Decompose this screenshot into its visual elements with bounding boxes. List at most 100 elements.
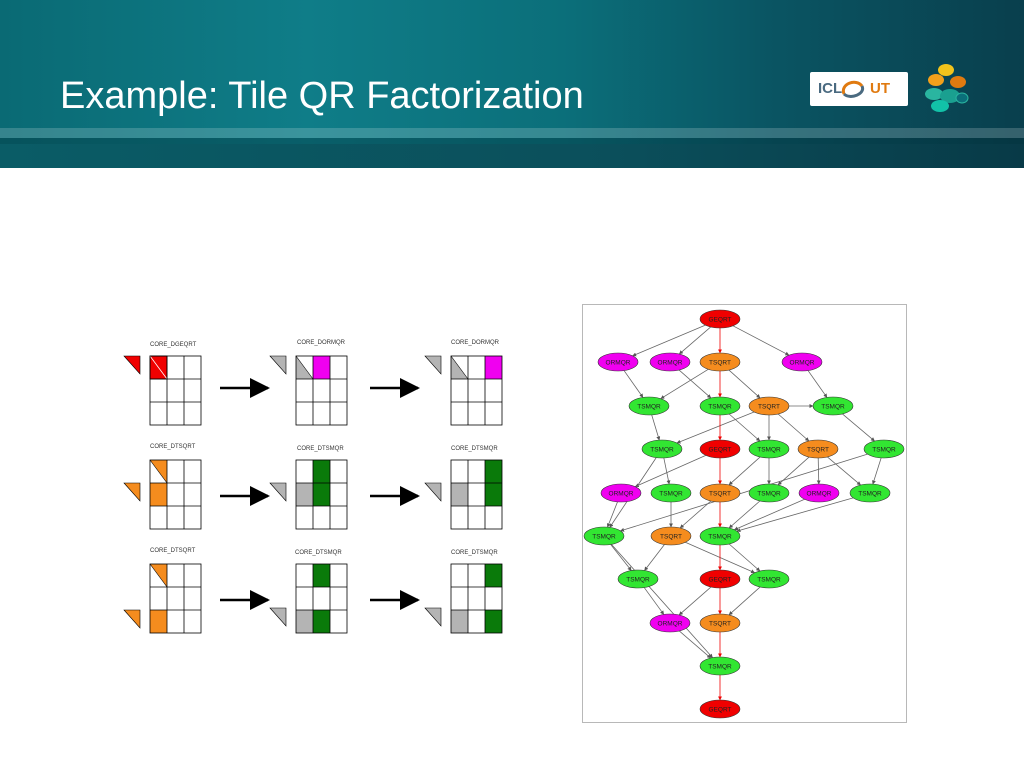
dag-node-label: TSMQR	[872, 447, 896, 454]
dag-node: ORMQR	[649, 352, 691, 372]
dag-edge	[728, 456, 761, 486]
dag-node-label: TSQRT	[660, 534, 682, 541]
dag-node-shape	[748, 439, 790, 459]
dag-node-label: ORMQR	[790, 360, 815, 367]
dag-node: TSMQR	[641, 439, 683, 459]
panel-label-r3-left: CORE_DTSQRT	[150, 548, 196, 554]
dag-node: TSMQR	[748, 569, 790, 589]
dag-node: TSQRT	[748, 396, 790, 416]
dag-edge	[620, 453, 868, 532]
dag-edge	[679, 500, 712, 529]
slide-title: Example: Tile QR Factorization	[60, 75, 584, 117]
dag-node: TSMQR	[748, 483, 790, 503]
dag-edge	[679, 630, 712, 659]
dag-node-shape	[699, 396, 741, 416]
dag-node-shape	[798, 483, 840, 503]
tsqrt-input-tile-2	[123, 609, 141, 629]
dag-node: TSMQR	[699, 396, 741, 416]
dag-node: TSQRT	[699, 352, 741, 372]
grid-r2-left	[149, 459, 202, 530]
panel-label-r1-left: CORE_DGEQRT	[150, 342, 197, 348]
dag-node-shape	[781, 352, 823, 372]
grid-r1-left	[149, 355, 202, 426]
ormqr-v-tile-1	[269, 355, 287, 375]
dag-node: GEQRT	[699, 439, 741, 459]
panel-label-r2-mid: CORE_DTSMQR	[297, 446, 344, 452]
tsmqr-v-tile-3	[269, 607, 287, 627]
dag-edge	[732, 325, 790, 356]
header-band-dark	[0, 144, 1024, 168]
dag-node-label: GEQRT	[709, 707, 732, 714]
dag-edge	[872, 457, 882, 485]
dag-node: TSMQR	[849, 483, 891, 503]
dag-edge	[816, 457, 821, 485]
dag-node-shape	[699, 526, 741, 546]
dag-edge	[827, 456, 861, 486]
dag-node-label: ORMQR	[807, 491, 832, 498]
dag-edge	[623, 370, 644, 398]
dag-node: TSQRT	[699, 613, 741, 633]
dag-node: ORMQR	[781, 352, 823, 372]
dag-edge	[728, 586, 761, 616]
dag-edge	[678, 369, 712, 399]
dag-node-shape	[583, 526, 625, 546]
dag-edge	[606, 501, 618, 528]
dag-node-shape	[699, 352, 741, 372]
dag-node-label: TSMQR	[650, 447, 674, 454]
dag-node-shape	[617, 569, 659, 589]
task-dag-frame: GEQRT ORMQR ORMQR TSQRT ORMQR TSMQR TSMQR TSQRT…	[582, 304, 907, 723]
geqrt-input-tile	[123, 355, 141, 375]
dag-node-label: TSQRT	[758, 404, 780, 411]
dag-node: TSMQR	[812, 396, 854, 416]
dag-edge	[728, 543, 761, 572]
dag-edge	[728, 413, 761, 442]
dag-node: TSMQR	[583, 526, 625, 546]
dag-node: ORMQR	[798, 483, 840, 503]
dag-node-label: TSMQR	[708, 664, 732, 671]
dag-node-label: TSMQR	[708, 534, 732, 541]
dag-edge	[610, 544, 632, 571]
dag-node-shape	[699, 569, 741, 589]
ormqr-v-tile-2	[424, 355, 442, 375]
dag-node-shape	[649, 613, 691, 633]
dag-edge	[734, 498, 805, 531]
dag-edge	[663, 457, 671, 485]
grid-r3-right	[450, 563, 503, 634]
dag-node-label: TSMQR	[821, 404, 845, 411]
dag-edge	[632, 324, 706, 357]
dag-node-shape	[748, 396, 790, 416]
dag-node-shape	[797, 439, 839, 459]
tsqrt-input-tile	[123, 482, 141, 502]
dag-node-shape	[699, 656, 741, 676]
grid-r3-mid	[295, 563, 348, 634]
dag-node: TSQRT	[650, 526, 692, 546]
dag-node-label: TSMQR	[626, 577, 650, 584]
dag-node-label: TSMQR	[757, 577, 781, 584]
header-band-light	[0, 128, 1024, 138]
dag-node-label: ORMQR	[658, 360, 683, 367]
dag-edge	[842, 413, 875, 442]
tile-qr-steps-diagram: CORE_DGEQRT CORE_DORMQR CORE_DORMQR CORE	[123, 340, 503, 634]
dag-node-shape	[699, 439, 741, 459]
dag-node-shape	[812, 396, 854, 416]
dag-node-shape	[748, 569, 790, 589]
dag-node-shape	[649, 352, 691, 372]
dag-node-label: ORMQR	[606, 360, 631, 367]
dag-node-label: GEQRT	[709, 577, 732, 584]
panel-label-r1-right: CORE_DORMQR	[451, 340, 500, 346]
dag-nodes: GEQRT ORMQR ORMQR TSQRT ORMQR TSMQR TSMQR TSQRT…	[583, 309, 905, 719]
panel-label-r1-mid: CORE_DORMQR	[297, 340, 346, 346]
dag-node-label: GEQRT	[709, 447, 732, 454]
dag-edge	[634, 454, 706, 488]
dag-node-shape	[849, 483, 891, 503]
dag-node-label: TSMQR	[708, 404, 732, 411]
dag-node-shape	[650, 526, 692, 546]
dag-node: TSMQR	[748, 439, 790, 459]
icl-ut-logo: ICL UT	[810, 72, 908, 106]
grid-r1-right	[450, 355, 503, 426]
panel-label-r2-right: CORE_DTSMQR	[451, 446, 498, 452]
dag-node: TSMQR	[699, 526, 741, 546]
dag-edge	[728, 369, 761, 399]
dag-node-label: TSQRT	[709, 491, 731, 498]
panel-label-r3-right: CORE_DTSMQR	[451, 550, 498, 556]
